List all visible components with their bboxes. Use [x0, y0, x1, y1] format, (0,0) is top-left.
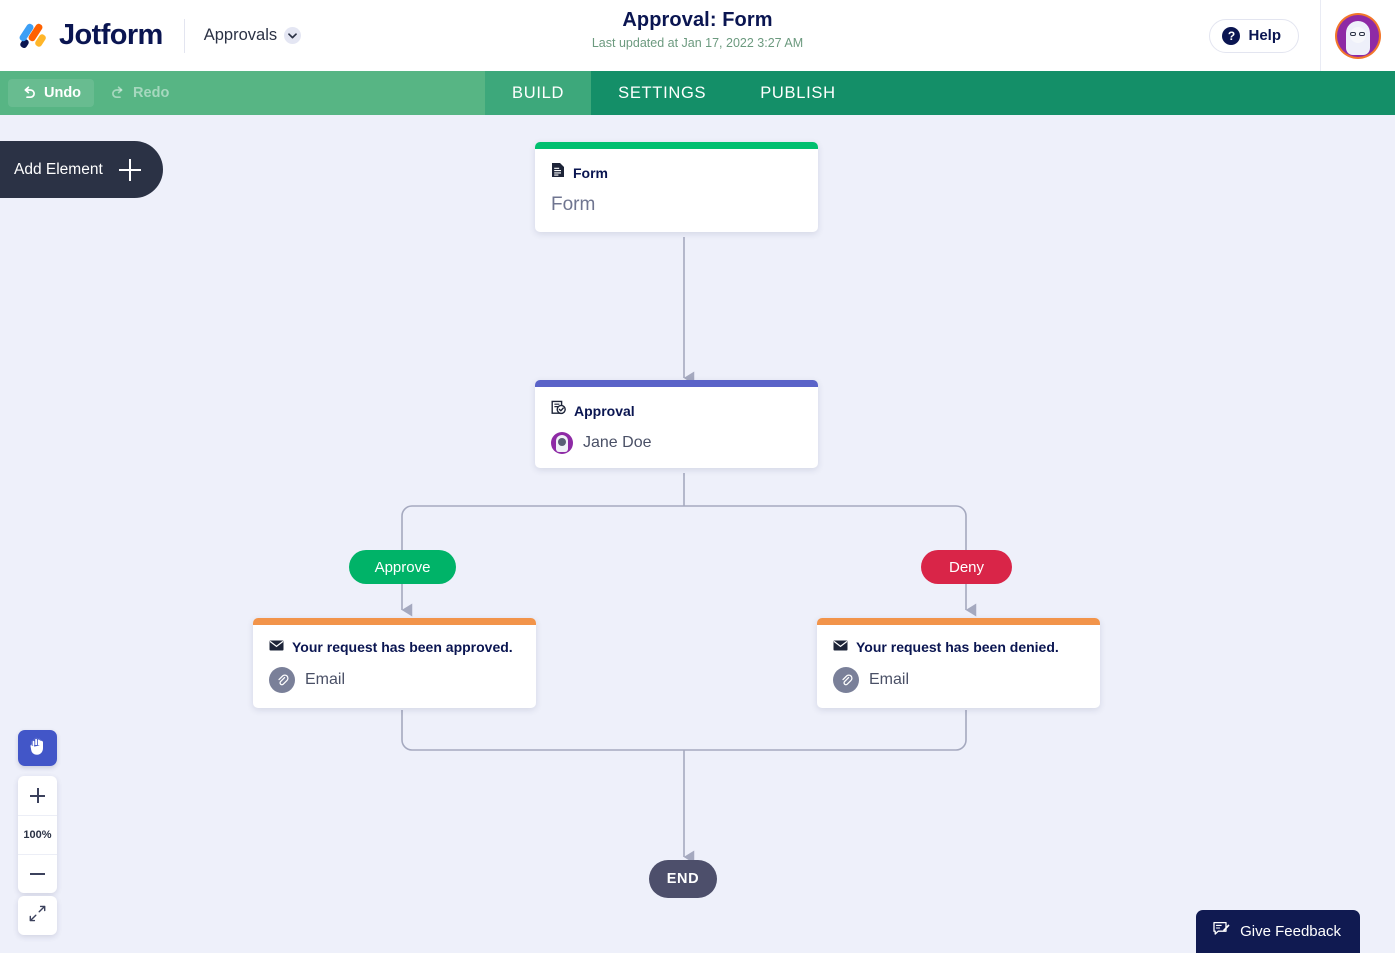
tab-build[interactable]: BUILD — [485, 71, 592, 115]
paperclip-icon — [833, 667, 859, 693]
undo-label: Undo — [44, 85, 82, 101]
undo-arrow-icon — [21, 85, 37, 101]
node-approval-assignee: Jane Doe — [583, 434, 652, 451]
flow-canvas[interactable]: Form Form Approval Jane — [0, 115, 1395, 953]
tab-settings[interactable]: SETTINGS — [618, 83, 707, 102]
zoom-level: 100% — [18, 815, 57, 854]
node-form-value: Form — [551, 194, 596, 215]
node-form-type: Form — [573, 164, 608, 181]
header-divider — [183, 18, 185, 53]
branch-pill-deny[interactable]: Deny — [921, 550, 1012, 584]
node-email-denied-channel: Email — [869, 671, 910, 688]
question-mark-icon: ? — [1222, 26, 1241, 45]
add-element-button[interactable]: Add Element — [0, 141, 163, 198]
user-avatar — [1337, 14, 1379, 57]
branch-deny-label: Deny — [948, 558, 985, 576]
header-actions: ? Help — [1209, 0, 1395, 71]
chevron-down-icon — [284, 27, 302, 44]
hand-tool-button[interactable] — [18, 730, 57, 766]
node-approval[interactable]: Approval Jane Doe — [535, 380, 818, 468]
node-form[interactable]: Form Form — [535, 142, 818, 232]
flow-connectors — [401, 237, 977, 864]
header-divider-2 — [1320, 0, 1321, 71]
plus-icon — [119, 158, 141, 181]
envelope-icon — [833, 638, 848, 656]
fit-screen-button[interactable] — [18, 896, 57, 935]
node-email-approved-type: Your request has been approved. — [292, 639, 513, 655]
node-form-accent-bar — [535, 142, 818, 149]
zoom-out-button[interactable] — [18, 854, 57, 893]
node-approval-type: Approval — [574, 402, 635, 419]
assignee-avatar-icon — [551, 432, 573, 454]
tab-publish[interactable]: PUBLISH — [760, 83, 836, 102]
node-email-approved-channel: Email — [305, 671, 346, 688]
avatar[interactable] — [1335, 12, 1381, 59]
end-label: END — [666, 871, 700, 887]
envelope-icon — [269, 638, 284, 656]
give-feedback-label: Give Feedback — [1240, 922, 1341, 940]
zoom-controls: 100% — [18, 776, 57, 893]
help-label: Help — [1248, 27, 1281, 44]
history-controls: Undo Redo — [0, 71, 485, 115]
jotform-logo-icon — [18, 21, 50, 51]
redo-label: Redo — [133, 85, 170, 101]
minus-icon — [30, 867, 45, 882]
editor-toolbar: Undo Redo BUILD SETTINGS PUBLISH — [0, 71, 1395, 115]
workspace-dropdown[interactable]: Approvals — [203, 26, 302, 45]
node-email-approved[interactable]: Your request has been approved. Email — [253, 618, 536, 708]
branch-pill-approve[interactable]: Approve — [349, 550, 456, 584]
clipboard-check-icon — [551, 400, 566, 421]
add-element-label: Add Element — [14, 160, 103, 178]
app-header: Jotform Approvals Approval: Form Last up… — [0, 0, 1395, 71]
give-feedback-button[interactable]: Give Feedback — [1196, 910, 1360, 953]
node-email-denied-type: Your request has been denied. — [856, 639, 1059, 655]
workspace-label: Approvals — [203, 26, 278, 44]
branch-approve-label: Approve — [374, 558, 431, 576]
redo-arrow-icon — [110, 85, 126, 101]
plus-icon — [30, 788, 45, 803]
node-approval-accent-bar — [535, 380, 818, 387]
help-button[interactable]: ? Help — [1209, 18, 1299, 53]
node-email-denied-accent-bar — [817, 618, 1100, 625]
expand-arrows-icon — [28, 904, 47, 928]
brand-name: Jotform — [59, 19, 163, 51]
feedback-pencil-icon — [1213, 921, 1230, 941]
undo-button[interactable]: Undo — [8, 79, 95, 107]
hand-icon — [28, 735, 48, 761]
node-email-approved-accent-bar — [253, 618, 536, 625]
redo-button[interactable]: Redo — [97, 79, 182, 107]
zoom-in-button[interactable] — [18, 776, 57, 815]
paperclip-icon — [269, 667, 295, 693]
brand: Jotform — [0, 19, 163, 52]
node-end[interactable]: END — [649, 860, 717, 898]
node-email-denied[interactable]: Your request has been denied. Email — [817, 618, 1100, 708]
document-icon — [551, 162, 565, 183]
editor-tabs: BUILD SETTINGS PUBLISH — [485, 71, 863, 115]
